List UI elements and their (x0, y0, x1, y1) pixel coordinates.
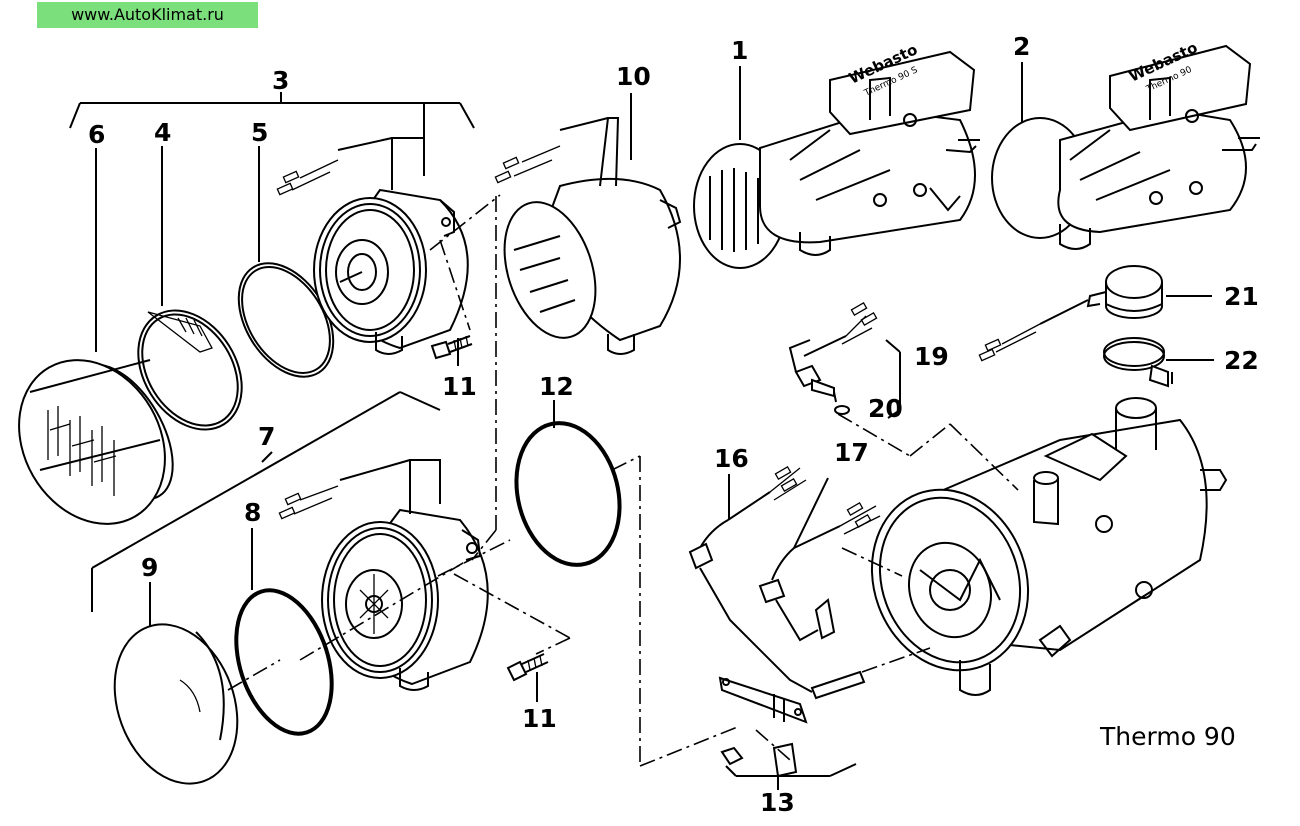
part-20-o-ring-small (834, 405, 850, 415)
part-number-7: 7 (258, 422, 276, 451)
part-11-screw-top (430, 335, 473, 360)
part-6-grille-cover (18, 359, 174, 525)
part-2-heater-thermo-90 (991, 44, 1260, 250)
part-number-9: 9 (141, 553, 159, 582)
part-1-heater-thermo-90s (693, 50, 980, 269)
part-number-13: 13 (760, 788, 795, 817)
part-21-sensor-cap (978, 265, 1163, 362)
part-22-clamp (1103, 337, 1173, 388)
part-16-wiring-harness (688, 466, 866, 700)
part-number-19: 19 (914, 342, 949, 371)
part-number-21: 21 (1224, 282, 1259, 311)
assembly-axis-lines (227, 194, 1019, 767)
part-17-wiring-harness (758, 477, 881, 642)
part-number-22: 22 (1224, 346, 1259, 375)
part-4-hose-clamp (137, 309, 243, 431)
bracket-3 (69, 92, 475, 129)
part-number-20: 20 (868, 394, 903, 423)
part-number-10: 10 (616, 62, 651, 91)
part-number-4: 4 (154, 118, 172, 147)
watermark-label: www.AutoKlimat.ru (37, 2, 258, 28)
part-9-cover (113, 623, 239, 785)
part-10-housing-sleeve (494, 117, 682, 355)
part-12-o-ring-large (514, 421, 622, 567)
part-number-3: 3 (272, 66, 290, 95)
part-number-1: 1 (731, 36, 749, 65)
part-8-o-ring (234, 588, 334, 736)
part-number-11-lower: 11 (522, 704, 557, 733)
part-number-11-top: 11 (442, 372, 477, 401)
part-number-2: 2 (1013, 32, 1031, 61)
bracket-7 (91, 391, 441, 612)
part-number-16: 16 (714, 444, 749, 473)
part-number-6: 6 (88, 120, 106, 149)
part-3-blower-motor (276, 137, 469, 355)
part-number-17: 17 (834, 438, 869, 467)
part-13-mounting-bracket (718, 676, 857, 790)
part-7-blower-motor (278, 459, 489, 691)
leader-lines (95, 62, 1214, 702)
part-number-12: 12 (539, 372, 574, 401)
part-11-screw-lower (506, 653, 549, 682)
part-number-5: 5 (251, 118, 269, 147)
part-19-glow-plug (788, 302, 901, 419)
part-number-8: 8 (244, 498, 262, 527)
main-heater-body (870, 397, 1228, 696)
model-caption: Thermo 90 (1100, 722, 1236, 751)
